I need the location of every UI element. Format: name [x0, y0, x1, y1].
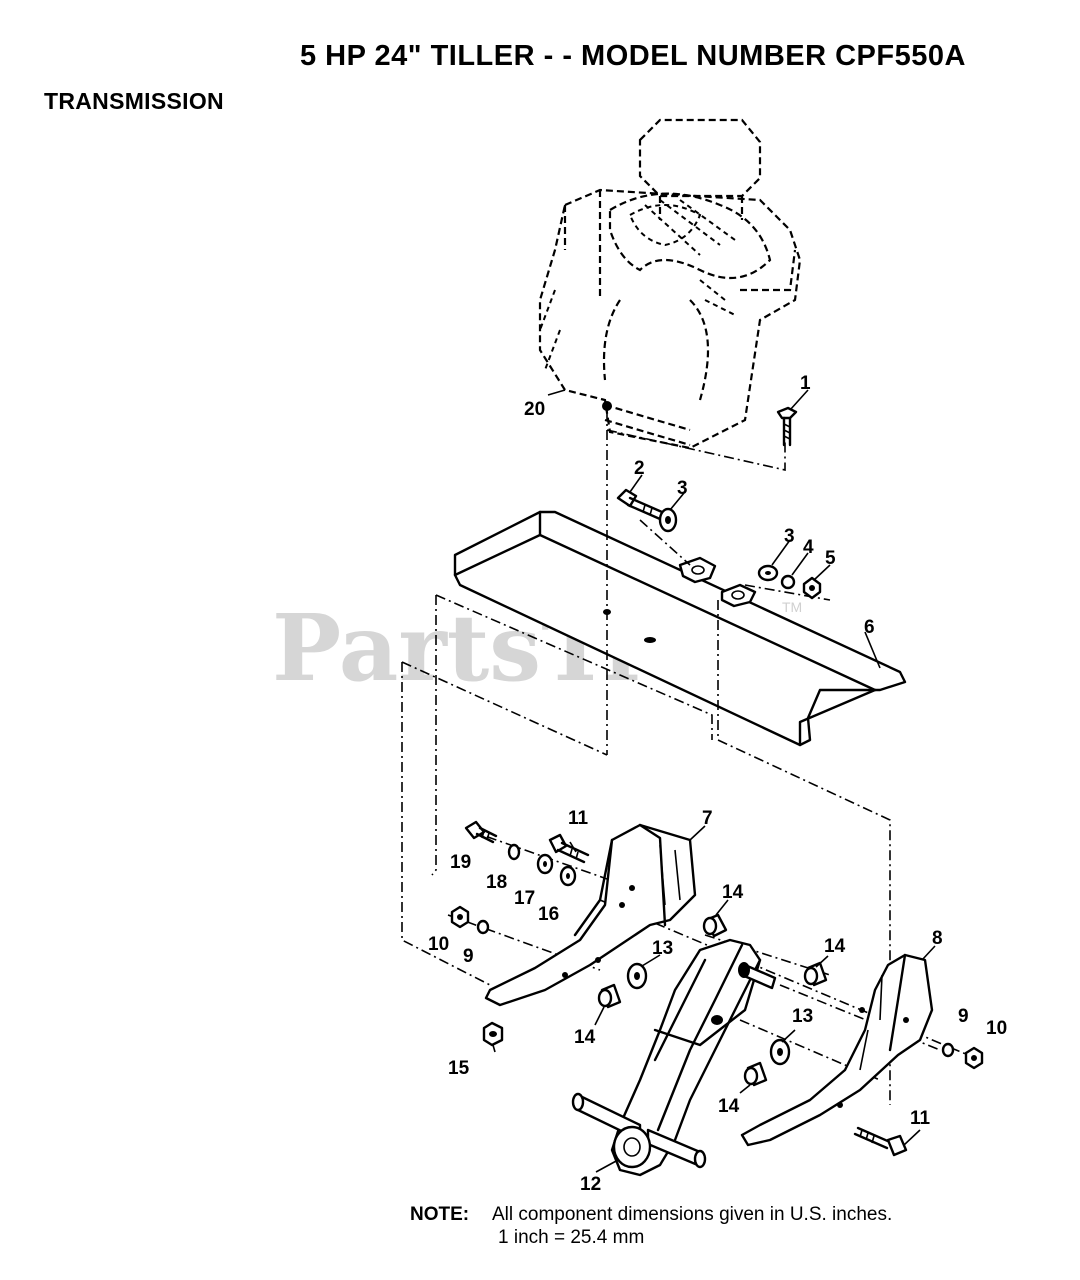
callout-5: 5 [825, 548, 836, 569]
spacer-part-14-c [597, 983, 622, 1009]
callout-15: 15 [448, 1058, 470, 1079]
washer-part-18 [507, 843, 521, 861]
washer-part-3-upper [658, 507, 678, 533]
callout-13-upper: 13 [652, 938, 673, 959]
callout-2: 2 [634, 458, 645, 479]
callout-18: 18 [486, 872, 507, 893]
washer-part-16 [559, 865, 577, 887]
callout-9-right: 9 [958, 1006, 969, 1027]
lockwasher-part-4 [780, 574, 796, 590]
callout-14-c: 14 [574, 1027, 596, 1048]
bolt-part-19 [464, 820, 498, 844]
callout-20: 20 [524, 399, 545, 420]
washer-part-3-lower [757, 564, 779, 582]
transmission-housing-part-12 [571, 938, 777, 1177]
spacer-part-14-b [803, 961, 828, 987]
note-line-1: All component dimensions given in U.S. i… [492, 1204, 893, 1225]
tine-shield-part-6 [453, 510, 907, 747]
callout-4: 4 [803, 537, 814, 558]
nut-part-10-left [450, 905, 470, 929]
lockwasher-part-9-left [476, 919, 490, 935]
spacer-part-14-a [702, 913, 728, 938]
washer-part-17 [536, 853, 554, 875]
nut-part-5 [802, 576, 822, 600]
left-bracket-part-7 [484, 823, 697, 1007]
callout-leaders [492, 389, 936, 1173]
watermark-tm: TM [782, 599, 802, 615]
callout-17: 17 [514, 888, 535, 909]
bolt-part-2 [616, 488, 664, 521]
right-bracket-part-8 [740, 953, 934, 1147]
bolt-part-11-lower [853, 1126, 908, 1157]
callout-1: 1 [800, 373, 811, 394]
section-title: TRANSMISSION [44, 88, 224, 114]
engine-outline [538, 118, 802, 450]
note-label: NOTE: [410, 1204, 470, 1225]
washer-part-13-b [769, 1038, 791, 1066]
callout-16: 16 [538, 904, 559, 925]
callout-6: 6 [864, 617, 875, 638]
callout-13-lower: 13 [792, 1006, 813, 1027]
nut-part-10-right [964, 1046, 984, 1070]
callout-3-upper: 3 [677, 478, 688, 499]
callout-14-b: 14 [824, 936, 846, 957]
diagram-title: 5 HP 24" TILLER - - MODEL NUMBER CPF550A [300, 40, 966, 72]
callout-12: 12 [580, 1174, 601, 1195]
note-line-2: 1 inch = 25.4 mm [498, 1227, 645, 1248]
callout-7: 7 [702, 808, 713, 829]
lockwasher-part-9-right [941, 1042, 955, 1058]
callout-19: 19 [450, 852, 471, 873]
bolt-part-1 [776, 406, 798, 447]
washer-part-13-a [626, 962, 648, 990]
dimension-note: NOTE: All component dimensions given in U… [410, 1203, 892, 1249]
callout-14-a: 14 [722, 882, 744, 903]
callout-14-d: 14 [718, 1096, 740, 1117]
bolt-part-11-upper [548, 833, 590, 864]
callout-11-upper: 11 [568, 808, 589, 829]
callout-3-lower: 3 [784, 526, 795, 547]
callout-10-left: 10 [428, 934, 449, 955]
callout-8: 8 [932, 928, 943, 949]
spacer-part-14-d [743, 1061, 768, 1087]
callout-11-lower: 11 [910, 1108, 931, 1129]
callout-10-right: 10 [986, 1018, 1007, 1039]
nut-part-15 [482, 1021, 504, 1047]
callout-9-left: 9 [463, 946, 474, 967]
